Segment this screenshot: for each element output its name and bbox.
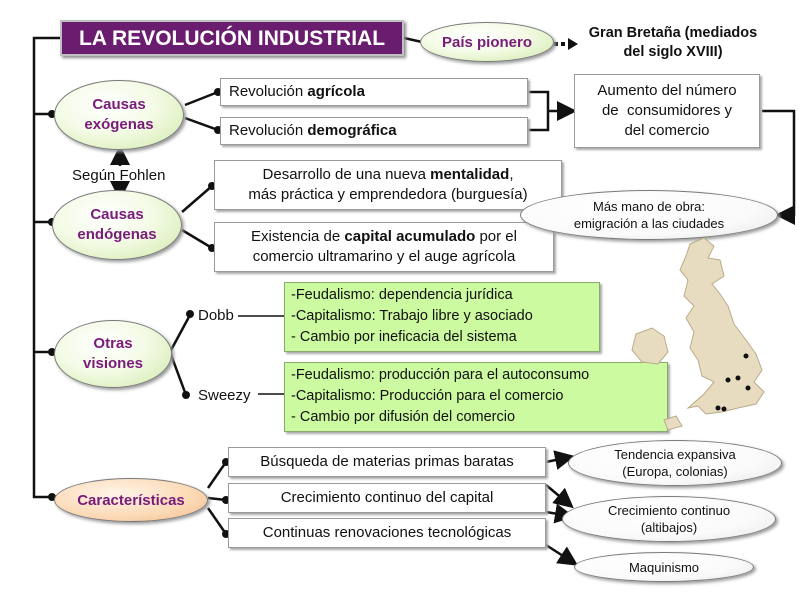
branch-dot-capital-growth (222, 496, 230, 504)
capital-post: por el (475, 228, 517, 245)
tendencia-expansiva-line1: Tendencia expansiva (614, 447, 736, 462)
capital-box: Existencia de capital acumulado por el c… (214, 222, 554, 272)
revolucion-agricola-pre: Revolución (229, 83, 308, 100)
main-title: LA REVOLUCIÓN INDUSTRIAL (60, 20, 404, 56)
mentalidad-line2: más práctica y emprendedora (burguesía) (248, 186, 528, 203)
crecimiento-continuo-line1: Crecimiento continuo (607, 503, 731, 518)
branch-dot-agricola (214, 88, 222, 96)
pioneer-text-line2: del siglo XVIII) (623, 44, 723, 60)
mentalidad-post: , (509, 166, 514, 183)
map-of-great-britain-icon (631, 237, 765, 431)
spine-dot-other (48, 348, 56, 356)
causas-exogenas-line1: Causas (92, 96, 146, 113)
dobb-box: -Feudalismo: dependencia jurídica -Capit… (284, 282, 600, 352)
causas-endogenas-line1: Causas (90, 206, 144, 223)
consumidores-line3: del comercio (624, 122, 710, 139)
branch-dot-materias (222, 458, 230, 466)
otras-visiones-line1: Otras (93, 335, 133, 352)
capital-bold: capital acumulado (344, 228, 476, 245)
causas-endogenas: Causas endógenas (52, 190, 182, 260)
capital-line2: comercio ultramarino y el auge agrícola (252, 248, 516, 265)
mentalidad-line1: Desarrollo de una nueva mentalidad, (263, 165, 514, 185)
branch-dot-mentalidad (208, 182, 216, 190)
revolucion-demografica-box: Revolución demográfica (220, 117, 528, 145)
consumidores-box: Aumento del número de consumidores y del… (574, 74, 760, 148)
mano-de-obra-line1: Más mano de obra: (592, 199, 705, 214)
spine-dot-characteristics (48, 493, 56, 501)
crecimiento-continuo-line2: (altibajos) (640, 520, 698, 535)
consumidores-line2: de consumidores y (601, 102, 733, 119)
segun-fohlen-label: Según Fohlen (72, 167, 166, 184)
sweezy-label: Sweezy (198, 387, 251, 404)
dobb-line: -Feudalismo: dependencia jurídica (291, 287, 513, 303)
dobb-label: Dobb (198, 307, 234, 324)
tendencia-expansiva-line2: (Europa, colonias) (622, 464, 728, 479)
sweezy-line: -Feudalismo: producción para el autocons… (291, 367, 590, 383)
causas-endogenas-line2: endógenas (77, 226, 157, 243)
dobb-line: - Cambio por ineficacia del sistema (291, 329, 517, 345)
revolucion-agricola-box: Revolución agrícola (220, 78, 528, 106)
causas-exogenas: Causas exógenas (54, 80, 184, 150)
revolucion-demografica-bold: demográfica (307, 122, 397, 139)
caracteristicas: Características (54, 478, 208, 522)
capital-pre: Existencia de (251, 228, 345, 245)
otras-visiones-line2: visiones (82, 355, 144, 372)
revolucion-agricola-bold: agrícola (307, 83, 365, 100)
crecimiento-capital-box: Crecimiento continuo del capital (228, 483, 546, 513)
sweezy-line: -Capitalismo: Producción para el comerci… (291, 388, 564, 404)
mentalidad-pre: Desarrollo de una nueva (262, 166, 431, 183)
consumidores-line1: Aumento del número (597, 82, 737, 99)
branch-dot-tecnologia (222, 530, 230, 538)
revolucion-demografica-pre: Revolución (229, 122, 308, 139)
mano-de-obra-line2: emigración a las ciudades (573, 216, 725, 231)
spine-dot-exogenous (48, 110, 56, 118)
mentalidad-bold: mentalidad (430, 166, 510, 183)
branch-dot-sweezy (182, 391, 190, 399)
pioneer-label: País pionero (420, 22, 554, 62)
materias-primas-box: Búsqueda de materias primas baratas (228, 447, 546, 477)
branch-dot-capital (208, 244, 216, 252)
causas-exogenas-line2: exógenas (84, 116, 154, 133)
tendencia-expansiva: Tendencia expansiva (Europa, colonias) (568, 440, 782, 486)
otras-visiones: Otras visiones (54, 320, 172, 388)
capital-line1: Existencia de capital acumulado por el (251, 227, 517, 247)
maquinismo: Maquinismo (574, 552, 754, 582)
branch-dot-dobb (186, 310, 194, 318)
sweezy-line: - Cambio por difusión del comercio (291, 409, 516, 425)
pioneer-text: Gran Bretaña (mediados del siglo XVIII) (578, 24, 768, 62)
crecimiento-continuo: Crecimiento continuo (altibajos) (562, 496, 776, 542)
mano-de-obra: Más mano de obra: emigración a las ciuda… (520, 190, 778, 240)
dobb-line: -Capitalismo: Trabajo libre y asociado (291, 308, 533, 324)
mentalidad-box: Desarrollo de una nueva mentalidad, más … (214, 160, 562, 210)
renovaciones-box: Continuas renovaciones tecnológicas (228, 518, 546, 548)
branch-dot-demografica (214, 126, 222, 134)
pioneer-text-line1: Gran Bretaña (mediados (588, 25, 758, 41)
sweezy-box: -Feudalismo: producción para el autocons… (284, 362, 668, 432)
